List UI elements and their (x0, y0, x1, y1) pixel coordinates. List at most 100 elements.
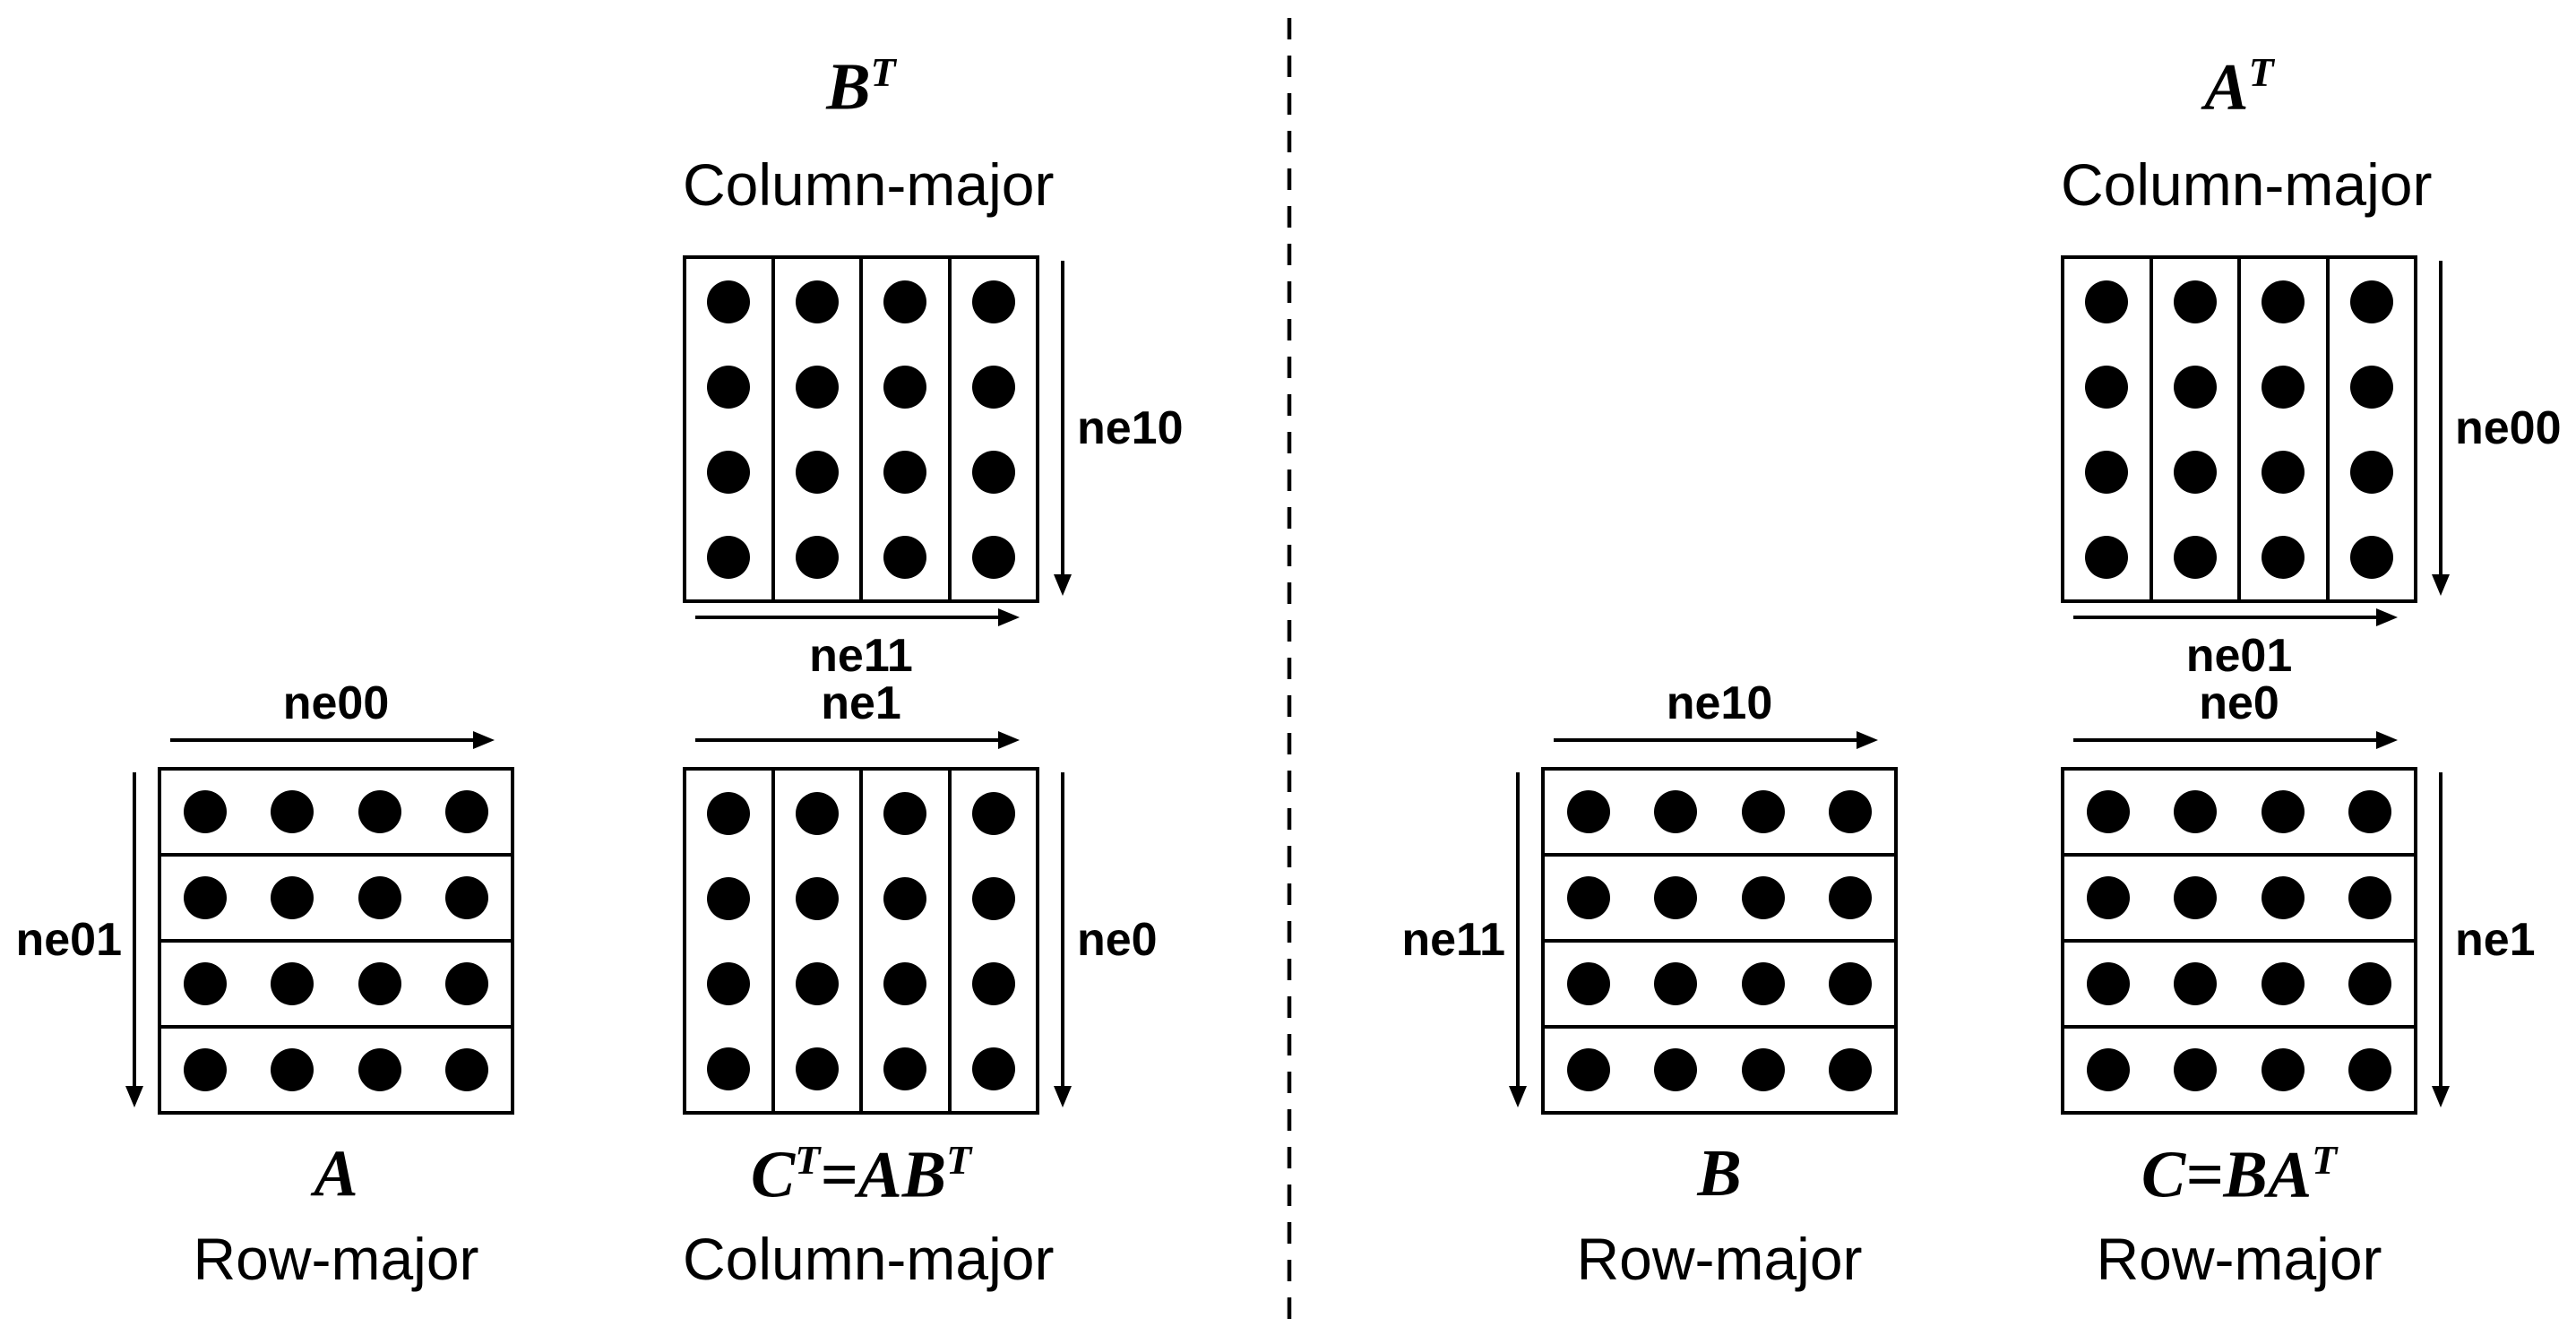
storage-order-label: Row-major (193, 1226, 479, 1292)
element-dot (2349, 535, 2393, 579)
dim-arrow-down-icon (1516, 772, 1520, 1086)
element-dot (971, 535, 1015, 579)
element-dot (358, 962, 401, 1005)
dim-label-vertical: ne01 (15, 914, 122, 967)
memory-strip (859, 771, 948, 1111)
memory-strip (2064, 1025, 2414, 1111)
element-dot (271, 962, 314, 1005)
element-dot (2262, 280, 2305, 323)
matrix-grid-c-transpose (683, 767, 1039, 1115)
memory-strip (686, 771, 771, 1111)
element-dot (971, 961, 1015, 1005)
panel-separator-dashed-line (1287, 18, 1292, 1326)
element-dot (2173, 450, 2217, 494)
matrix-symbol-label: C=BAT (2141, 1137, 2338, 1212)
matrix-block-c-transpose: ne1 ne0 CT=ABT Column-major (683, 677, 1158, 1292)
memory-strip (1545, 853, 1894, 939)
element-dot (358, 790, 401, 833)
dim-label-vertical: ne1 (2455, 914, 2536, 967)
element-dot (707, 365, 751, 409)
memory-strip (2237, 259, 2326, 599)
element-dot (2261, 790, 2305, 833)
memory-strip (2149, 259, 2238, 599)
dim-arrow-down-icon (133, 772, 136, 1086)
element-dot (1566, 790, 1610, 833)
matrix-block-a: ne00 ne01 A Row-major (15, 677, 514, 1292)
matrix-symbol-label: BT (826, 48, 896, 125)
memory-strip (686, 259, 771, 599)
dim-label-horizontal: ne0 (2199, 677, 2279, 729)
matrix-grid-a-transpose (2061, 255, 2417, 603)
element-dot (795, 535, 839, 579)
memory-strip (771, 771, 860, 1111)
element-dot (2174, 1048, 2218, 1091)
element-dot (795, 280, 839, 323)
dim-arrow-right-icon (695, 738, 1000, 742)
matrix-block-b-transpose: BT Column-major ne10 ne11 (683, 49, 1184, 682)
element-dot (707, 791, 751, 835)
memory-strip (161, 939, 511, 1025)
element-dot (707, 535, 751, 579)
element-dot (795, 1047, 839, 1090)
dim-label-vertical: ne11 (1401, 914, 1505, 967)
dim-arrow-right-icon (170, 738, 475, 742)
matrix-grid-a (158, 767, 514, 1115)
dim-arrow-right-icon (1554, 738, 1858, 742)
memory-strip (1545, 1025, 1894, 1111)
matrix-symbol-label: B (1697, 1137, 1742, 1210)
element-dot (2173, 280, 2217, 323)
dim-arrow-down-icon (1061, 772, 1064, 1086)
element-dot (2348, 1048, 2392, 1091)
storage-order-label: Column-major (683, 151, 1055, 219)
element-dot (1566, 1048, 1610, 1091)
memory-strip (161, 853, 511, 939)
memory-strip (859, 259, 948, 599)
dim-label-horizontal: ne11 (809, 630, 913, 682)
element-dot (2348, 962, 2392, 1005)
element-dot (2348, 876, 2392, 919)
element-dot (2349, 280, 2393, 323)
memory-strip (2064, 853, 2414, 939)
element-dot (358, 876, 401, 919)
element-dot (2174, 962, 2218, 1005)
storage-order-label: Column-major (683, 1226, 1055, 1292)
element-dot (2086, 876, 2130, 919)
matrix-block-b: ne10 ne11 B Row-major (1401, 677, 1898, 1292)
element-dot (2174, 790, 2218, 833)
element-dot (2085, 535, 2129, 579)
element-dot (445, 876, 489, 919)
element-dot (183, 962, 227, 1005)
element-dot (707, 961, 751, 1005)
element-dot (2173, 535, 2217, 579)
memory-strip (161, 1025, 511, 1111)
element-dot (1741, 962, 1785, 1005)
element-dot (2085, 280, 2129, 323)
element-dot (795, 876, 839, 920)
matrix-grid-b-transpose (683, 255, 1039, 603)
element-dot (883, 876, 927, 920)
element-dot (2348, 790, 2392, 833)
element-dot (2086, 962, 2130, 1005)
memory-strip (1545, 771, 1894, 853)
storage-order-label: Column-major (2061, 151, 2433, 219)
element-dot (445, 790, 489, 833)
element-dot (883, 961, 927, 1005)
matrix-symbol-label: A (314, 1137, 358, 1210)
element-dot (1654, 876, 1698, 919)
element-dot (795, 791, 839, 835)
element-dot (795, 961, 839, 1005)
element-dot (271, 876, 314, 919)
element-dot (2086, 1048, 2130, 1091)
dim-arrow-right-icon (2073, 616, 2378, 619)
matrix-symbol-label: AT (2204, 48, 2274, 125)
memory-strip (2064, 259, 2150, 599)
element-dot (1829, 790, 1873, 833)
dim-label-horizontal: ne10 (1666, 677, 1773, 729)
element-dot (2261, 876, 2305, 919)
element-dot (1654, 790, 1698, 833)
storage-order-label: Row-major (1576, 1226, 1863, 1292)
element-dot (1829, 962, 1873, 1005)
element-dot (2261, 962, 2305, 1005)
element-dot (971, 791, 1015, 835)
